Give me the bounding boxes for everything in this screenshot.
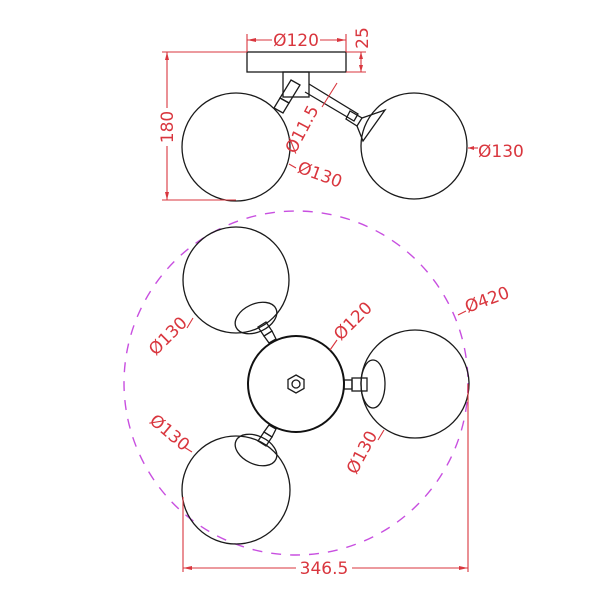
side-left-globe-label: Ø130 [295, 158, 345, 192]
side-overall-height-dimension: 180 [158, 51, 247, 201]
side-arm-diameter-label: Ø11.5 [282, 102, 324, 157]
overall-width-label: 346.5 [300, 559, 349, 579]
side-right-arm [304, 83, 387, 143]
side-right-globe-label: Ø130 [478, 142, 524, 162]
side-overall-height-label: 180 [158, 111, 178, 143]
overall-width-dimension: 346.5 [182, 384, 469, 579]
side-canopy-plate [246, 51, 347, 73]
overall-circle-label: Ø420 [462, 283, 512, 317]
bottom-canopy [247, 335, 345, 433]
side-right-globe [360, 92, 468, 200]
globe-top-left-dimension: Ø130 [145, 313, 194, 360]
center-nut-icon [287, 374, 305, 394]
side-right-globe-dimension: Ø130 [468, 142, 524, 162]
overall-diameter-circle [123, 210, 469, 556]
globe-bottom-left [181, 424, 291, 545]
side-canopy-diameter-dimension: Ø120 [246, 31, 347, 52]
bottom-canopy-diameter-label: Ø120 [330, 298, 377, 345]
side-view: Ø120 25 180 Ø11.5 Ø13 [158, 27, 524, 202]
side-left-globe-dimension: Ø130 [288, 158, 345, 193]
bottom-view: Ø120 Ø420 Ø130 Ø130 Ø130 [123, 210, 512, 579]
globe-bottom-left-dimension: Ø130 [145, 411, 193, 456]
side-left-globe [181, 92, 291, 202]
globe-right-dimension: Ø130 [343, 428, 385, 478]
side-left-arm [273, 79, 301, 114]
side-canopy-height-dimension: 25 [346, 27, 373, 73]
globe-top-left-label: Ø130 [145, 313, 192, 360]
globe-top-left [182, 226, 290, 344]
globe-right [343, 329, 470, 439]
overall-circle-dimension: Ø420 [457, 283, 512, 318]
globe-right-label: Ø130 [343, 428, 382, 478]
side-canopy-diameter-label: Ø120 [273, 31, 319, 51]
bottom-canopy-diameter-dimension: Ø120 [329, 298, 377, 351]
side-stem-block [282, 71, 310, 98]
side-canopy-height-label: 25 [353, 27, 373, 49]
